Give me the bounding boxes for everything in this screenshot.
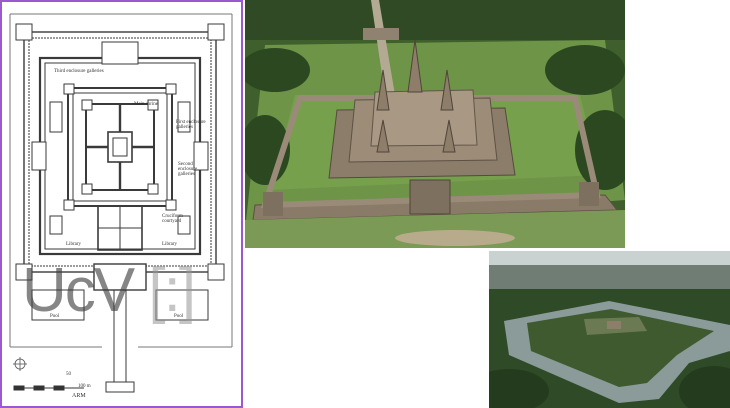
pool-right <box>155 289 209 321</box>
label-second-enclosure: Second enclosure galleries <box>178 162 198 177</box>
aerial-temple-illustration <box>245 0 625 248</box>
temple-floor-plan: Third enclosure galleries Main shrine Fi… <box>0 0 243 408</box>
library-right <box>177 215 191 235</box>
moat-illustration <box>489 251 730 408</box>
label-main-shrine: Main shrine <box>134 102 159 107</box>
watermark-text-2: [:] <box>133 256 196 325</box>
north-arrow-icon <box>13 357 27 371</box>
watermark-overlay: UcV [:] <box>22 260 196 322</box>
main-shrine <box>107 131 133 163</box>
plan-credit: ARM <box>72 393 86 399</box>
scale-bar <box>13 385 84 391</box>
label-pool-left: Pool <box>50 314 60 319</box>
watermark-text-1: UcV <box>22 256 135 325</box>
scale-label-end: 100 m <box>78 384 91 389</box>
library-left <box>49 215 63 235</box>
label-library-left: Library <box>66 242 81 247</box>
label-cruciform: Cruciform courtyard <box>162 214 183 224</box>
scale-label-mid: 50 <box>66 372 71 377</box>
label-first-enclosure: First enclosure galleries <box>176 120 206 130</box>
label-library-right: Library <box>162 242 177 247</box>
aerial-temple-photo <box>245 0 625 248</box>
label-third-enclosure: Third enclosure galleries <box>54 69 104 74</box>
pool-left <box>31 289 85 321</box>
floor-plan-drawing <box>9 13 233 393</box>
label-pool-right: Pool <box>174 314 184 319</box>
moat-aerial-photo <box>489 251 730 408</box>
